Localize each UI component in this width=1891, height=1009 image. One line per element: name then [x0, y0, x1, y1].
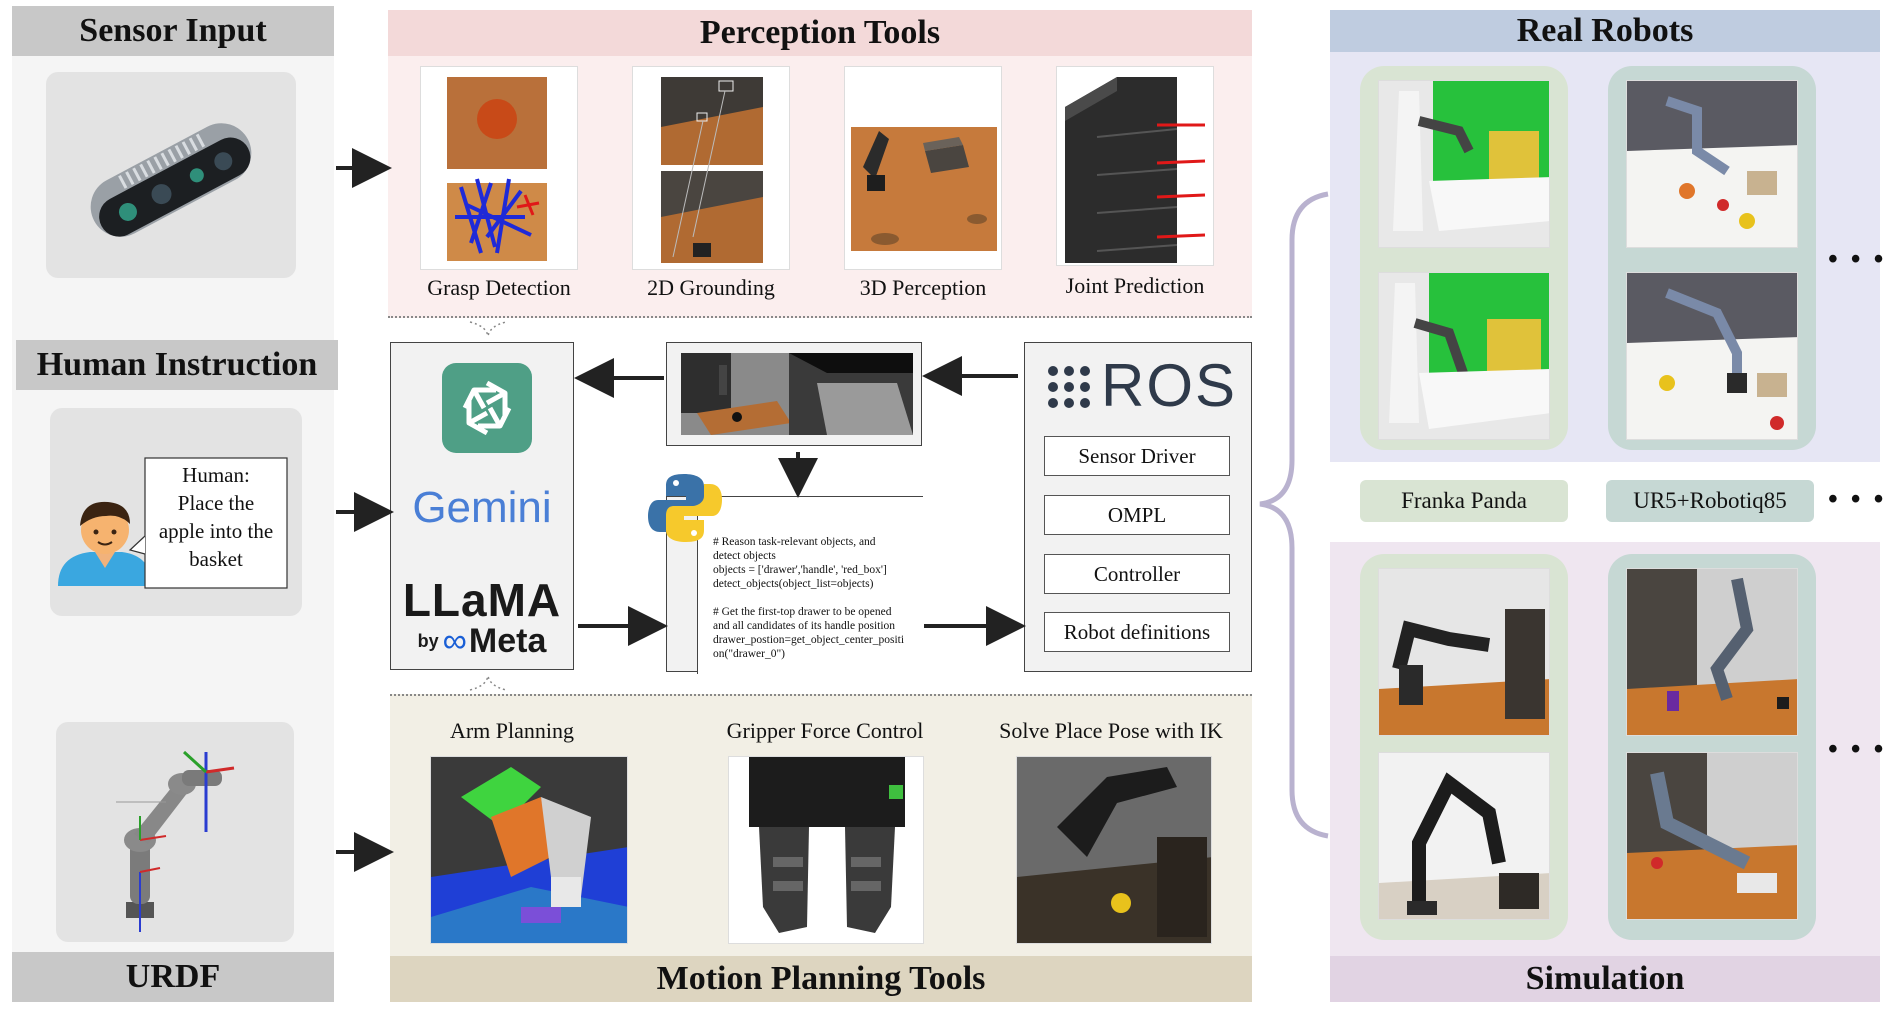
- ros-controller: Controller: [1044, 554, 1230, 594]
- speech-line-2: Place the: [177, 491, 255, 515]
- 2d-grounding-image: [632, 66, 790, 270]
- simulation-header: Simulation: [1330, 956, 1880, 1002]
- code-line-9: on("drawer_0"): [713, 648, 785, 660]
- gripper-force-caption: Gripper Force Control: [726, 718, 924, 743]
- speech-line-3: apple into the: [158, 519, 274, 543]
- chatgpt-logo-icon: [442, 363, 532, 453]
- franka-real-image-2: [1378, 272, 1550, 440]
- python-logo-icon: [648, 474, 722, 542]
- gemini-logo: Gemini: [412, 483, 552, 532]
- code-line-4: detect_objects(object_list=objects): [713, 578, 874, 590]
- sensor-input-header: Sensor Input: [12, 6, 334, 56]
- code-paper: [697, 496, 923, 674]
- ur5-robotiq-label: UR5+Robotiq85: [1606, 480, 1814, 522]
- code-line-8: drawer_postion=get_object_center_positi: [713, 634, 905, 646]
- meta-label: Meta: [468, 621, 547, 660]
- real-robots-more: • • •: [1828, 244, 1887, 275]
- by-meta-logo: by ∞ Meta: [391, 621, 573, 661]
- grasp-detection-caption: Grasp Detection: [427, 275, 571, 300]
- sensor-camera-tile: [46, 72, 296, 278]
- llama-logo: LLaMA: [402, 574, 562, 626]
- ur5-real-image-2: [1626, 272, 1798, 440]
- urdf-robot-tile: [56, 722, 294, 942]
- code-line-2: detect objects: [713, 550, 776, 562]
- ur5-sim-image-2: [1626, 752, 1798, 920]
- joint-prediction-caption: Joint Prediction: [1065, 273, 1205, 298]
- franka-sim-image-1: [1378, 568, 1550, 736]
- code-box: # Reason task-relevant objects, and dete…: [666, 496, 923, 674]
- speech-line-1: Human:: [182, 463, 250, 487]
- ros-robot-definitions: Robot definitions: [1044, 612, 1230, 652]
- 3d-perception-image: [844, 66, 1002, 270]
- by-label: by: [417, 630, 439, 651]
- real-robots-header: Real Robots: [1330, 10, 1880, 52]
- meta-infinity-icon: ∞: [442, 621, 467, 660]
- llm-box: Gemini LLaMA by ∞ Meta: [390, 342, 574, 670]
- 3d-perception-caption: 3D Perception: [859, 275, 987, 300]
- human-instruction-tile: Human: Place the apple into the basket: [50, 408, 302, 616]
- 2d-grounding-caption: 2D Grounding: [647, 275, 775, 300]
- code-line-7: and all candidates of its handle positio…: [713, 620, 896, 632]
- depth-camera-icon: [90, 123, 252, 237]
- scene-render-box: [666, 342, 922, 446]
- code-line-6: # Get the first-top drawer to be opened: [713, 606, 892, 618]
- ros-sensor-driver: Sensor Driver: [1044, 436, 1230, 476]
- ros-logo-text: ROS: [1101, 352, 1238, 419]
- robots-more: • • •: [1828, 484, 1887, 515]
- franka-real-image-1: [1378, 80, 1550, 248]
- ur5-sim-image-1: [1626, 568, 1798, 736]
- motion-planning-header: Motion Planning Tools: [390, 956, 1252, 1002]
- franka-sim-image-2: [1378, 752, 1550, 920]
- ur5-real-image-1: [1626, 80, 1798, 248]
- motion-brace: [469, 675, 507, 691]
- code-line-3: objects = ['drawer','handle', 'red_box']: [713, 564, 887, 576]
- urdf-robot-icon: [116, 750, 235, 932]
- speech-line-4: basket: [189, 547, 243, 571]
- gripper-force-image: [728, 756, 924, 944]
- arm-planning-image: [430, 756, 628, 944]
- franka-panda-label: Franka Panda: [1360, 480, 1568, 522]
- human-instruction-header: Human Instruction: [16, 340, 338, 390]
- simulation-more: • • •: [1828, 734, 1887, 765]
- grasp-detection-image: [420, 66, 578, 270]
- place-pose-ik-image: [1016, 756, 1212, 944]
- ros-dots-icon: [1048, 366, 1090, 408]
- human-avatar-icon: [58, 457, 288, 589]
- perception-brace: [469, 321, 507, 337]
- code-line-1: # Reason task-relevant objects, and: [713, 536, 876, 548]
- ros-ompl: OMPL: [1044, 495, 1230, 535]
- solve-place-pose-caption: Solve Place Pose with IK: [999, 718, 1223, 743]
- right-curly-brace: [1259, 191, 1329, 839]
- arm-planning-caption: Arm Planning: [449, 718, 575, 743]
- perception-tools-header: Perception Tools: [388, 10, 1252, 56]
- urdf-header: URDF: [12, 952, 334, 1002]
- joint-prediction-image: [1056, 66, 1214, 266]
